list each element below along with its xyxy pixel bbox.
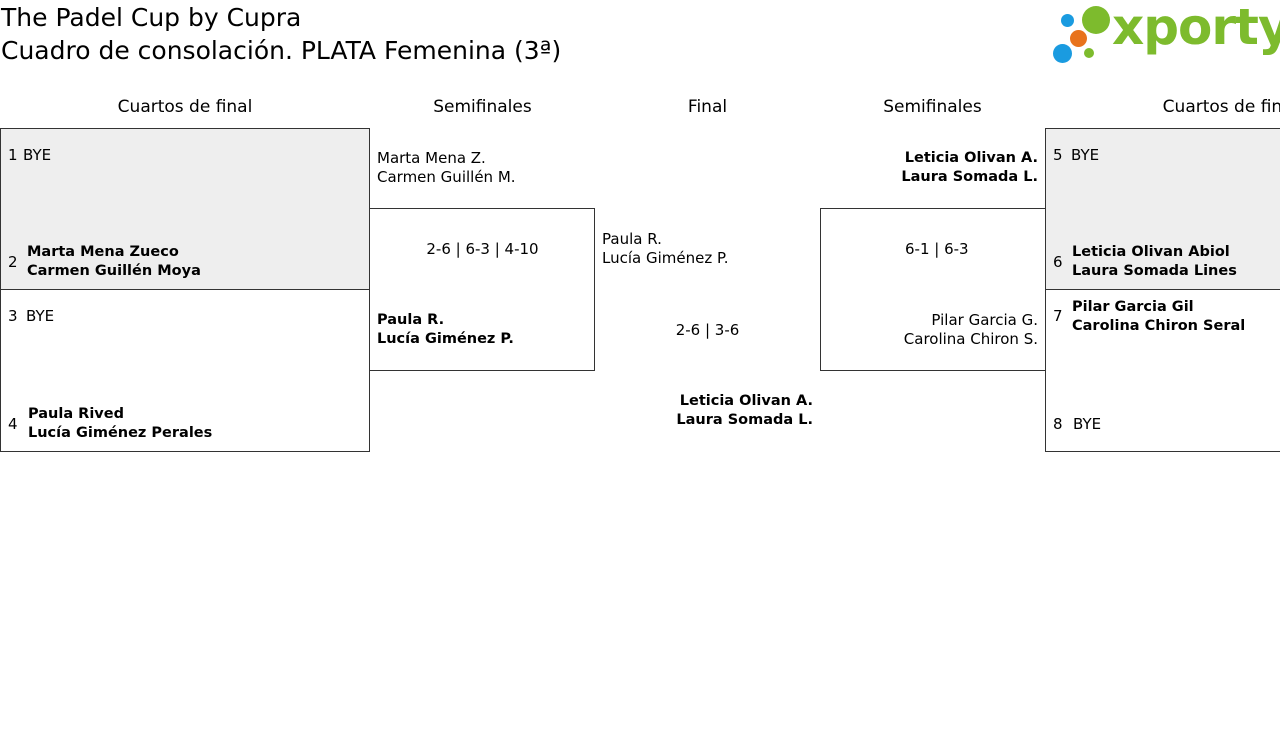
logo-dot-orange-icon [1070,30,1087,47]
seed-number: 4 [8,415,18,433]
logo-wordmark: xporty [1112,0,1280,56]
left-semifinal-match[interactable] [369,208,595,371]
seed-number: 1 [8,146,18,164]
team-name-bye: BYE [23,146,52,164]
logo-dot-green-small-icon [1084,48,1094,58]
team-player-1: Leticia Olivan A. [904,150,1038,166]
team-player-1: Pilar Garcia G. [931,311,1038,329]
seed-number: 2 [8,253,18,271]
right-quarterfinal-match-1[interactable] [1045,128,1280,290]
team-name-bye: BYE [1071,146,1100,164]
round-header-right-semifinals: Semifinales [883,97,982,117]
logo-dot-blue-icon [1053,44,1072,63]
team-name-bye: BYE [1073,415,1102,433]
logo-dot-green-icon [1082,6,1110,34]
team-player-2: Carolina Chiron Seral [1072,318,1246,334]
team-player-2: Lucía Giménez P. [377,331,514,347]
team-player-2: Lucía Giménez P. [602,249,729,267]
team-player-2: Carmen Guillén Moya [27,263,201,279]
match-score: 6-1 | 6-3 [905,240,969,258]
team-player-2: Carolina Chiron S. [903,330,1038,348]
team-player-1: Marta Mena Z. [377,149,486,167]
round-header-right-quarterfinals: Cuartos de final [1045,96,1280,118]
team-player-1: Marta Mena Zueco [27,244,179,260]
seed-number: 7 [1053,307,1063,325]
round-header-left-quarterfinals: Cuartos de final [117,97,253,117]
team-player-1: Leticia Olivan A. [679,393,813,409]
team-player-1: Paula Rived [28,406,124,422]
left-quarterfinal-match-1[interactable] [0,128,370,290]
team-name-bye: BYE [26,307,55,325]
seed-number: 5 [1053,146,1063,164]
logo-dot-blue-small-icon [1061,14,1074,27]
team-player-2: Laura Somada Lines [1072,263,1237,279]
round-header-left-semifinals: Semifinales [433,97,532,117]
team-player-2: Laura Somada L. [676,412,813,428]
tournament-title: The Padel Cup by Cupra [1,3,302,32]
team-player-1: Pilar Garcia Gil [1072,299,1194,315]
seed-number: 6 [1053,253,1063,271]
draw-subtitle: Cuadro de consolación. PLATA Femenina (3… [1,36,562,65]
match-score: 2-6 | 6-3 | 4-10 [426,240,539,258]
team-player-1: Paula R. [602,230,662,248]
team-player-2: Lucía Giménez Perales [28,425,213,441]
right-quarterfinal-match-2[interactable] [1045,289,1280,452]
round-header-right-quarterfinals-label: Cuartos de final [1162,97,1280,117]
seed-number: 8 [1053,415,1063,433]
final-score: 2-6 | 3-6 [675,321,740,339]
team-player-2: Carmen Guillén M. [377,168,516,186]
xporty-logo[interactable]: xporty [1052,0,1280,68]
team-player-1: Leticia Olivan Abiol [1072,244,1230,260]
seed-number: 3 [8,307,18,325]
round-header-final: Final [687,97,728,117]
team-player-1: Paula R. [377,312,445,328]
team-player-2: Laura Somada L. [901,169,1038,185]
